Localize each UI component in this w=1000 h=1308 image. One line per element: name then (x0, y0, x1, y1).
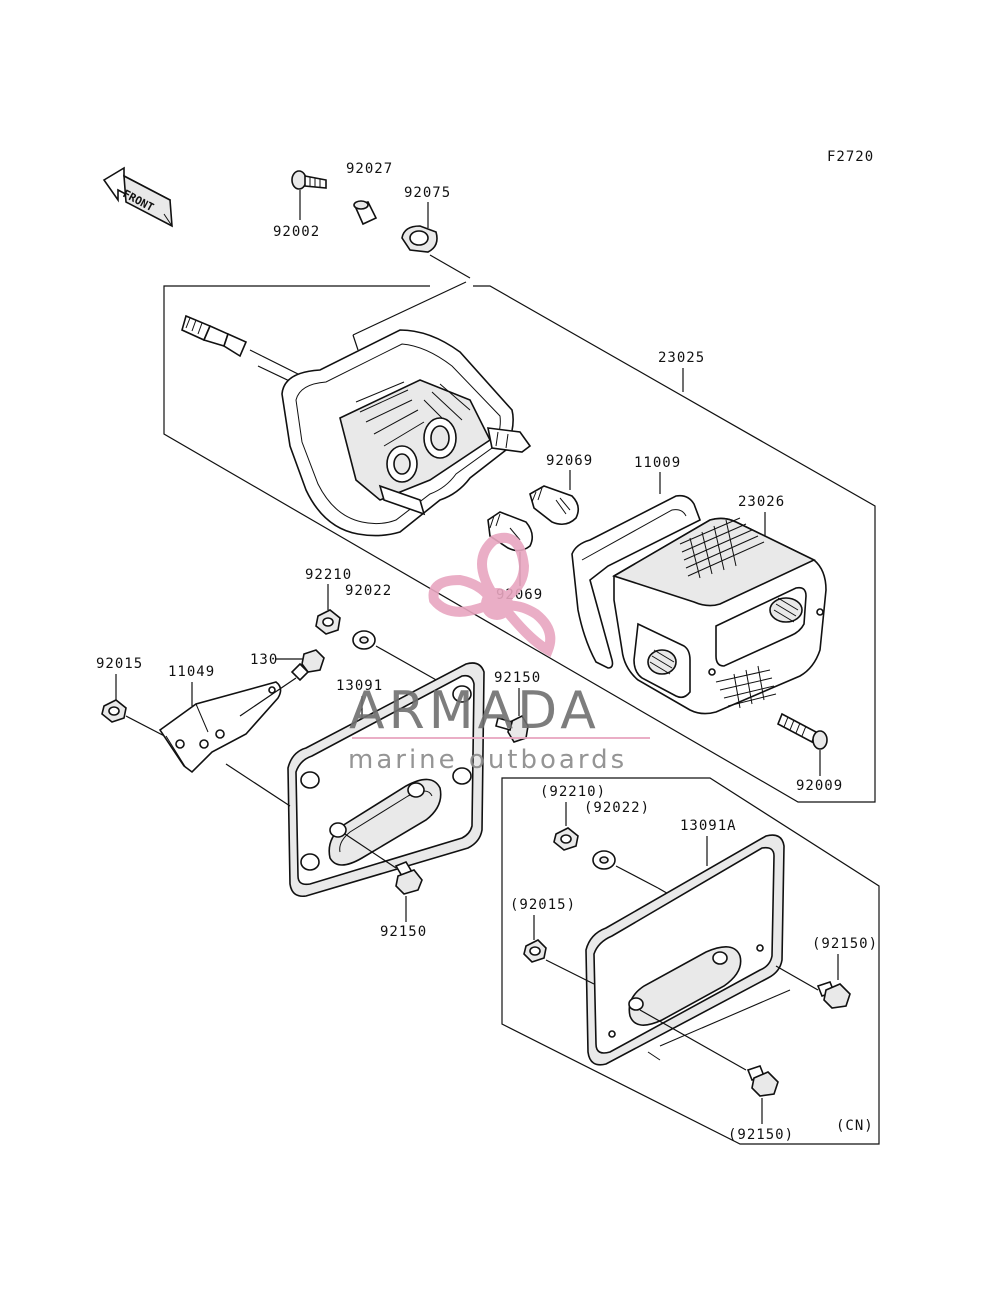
tail-lamp-housing-23025 (281, 329, 532, 537)
lens-23026 (612, 517, 827, 715)
diagram-code: F2720 (827, 149, 874, 165)
bolt-92150-upper (495, 714, 529, 743)
bulb-92069-upper (529, 485, 580, 526)
label-92150-cn-right: (92150) (812, 936, 878, 952)
variant-label: (CN) (836, 1118, 874, 1134)
propeller-logo-icon (428, 532, 556, 658)
bolt-92150-cn-bottom (746, 1065, 779, 1097)
label-13091: 13091 (336, 678, 383, 694)
bolt-92150-cn-right (816, 981, 851, 1009)
label-92015-cn: (92015) (510, 897, 576, 913)
gasket-11009 (571, 494, 702, 669)
washer-92022 (352, 630, 376, 650)
nut-92015 (101, 699, 127, 723)
bolt-92002 (291, 170, 327, 190)
label-130: 130 (250, 652, 278, 668)
watermark-tagline: marine outboards (348, 745, 627, 775)
label-92022: 92022 (345, 583, 392, 599)
plate-bracket-13091 (287, 662, 485, 898)
watermark-brand: ARMADA (349, 681, 600, 741)
label-92027: 92027 (346, 161, 393, 177)
wire-connector (181, 314, 307, 387)
label-92075: 92075 (404, 185, 451, 201)
label-92002: 92002 (273, 224, 320, 240)
label-11009: 11009 (634, 455, 681, 471)
label-92210-cn: (92210) (540, 784, 606, 800)
collar-92027 (353, 200, 378, 226)
front-arrow-icon: FRONT (102, 166, 173, 228)
washer-92022-cn (592, 850, 616, 870)
label-92210: 92210 (305, 567, 352, 583)
screw-92009 (776, 712, 828, 750)
label-92069-upper: 92069 (546, 453, 593, 469)
label-92150-upper: 92150 (494, 670, 541, 686)
bracket-11049 (158, 681, 282, 774)
label-92015: 92015 (96, 656, 143, 672)
label-23025: 23025 (658, 350, 705, 366)
label-92150-lower: 92150 (380, 924, 427, 940)
nut-92015-cn (523, 939, 547, 963)
label-13091a: 13091A (680, 818, 737, 834)
plate-bracket-13091a (585, 834, 791, 1066)
bolt-130 (290, 649, 325, 682)
grommet-92075 (401, 225, 438, 253)
label-23026: 23026 (738, 494, 785, 510)
nut-92210 (315, 609, 341, 635)
bolt-92150-lower (394, 861, 423, 895)
label-92009: 92009 (796, 778, 843, 794)
watermark: ARMADA marine outboards (348, 532, 650, 775)
nut-92210-cn (553, 827, 579, 851)
label-92150-cn-bottom: (92150) (728, 1127, 794, 1143)
label-11049: 11049 (168, 664, 215, 680)
label-92022-cn: (92022) (584, 800, 650, 816)
